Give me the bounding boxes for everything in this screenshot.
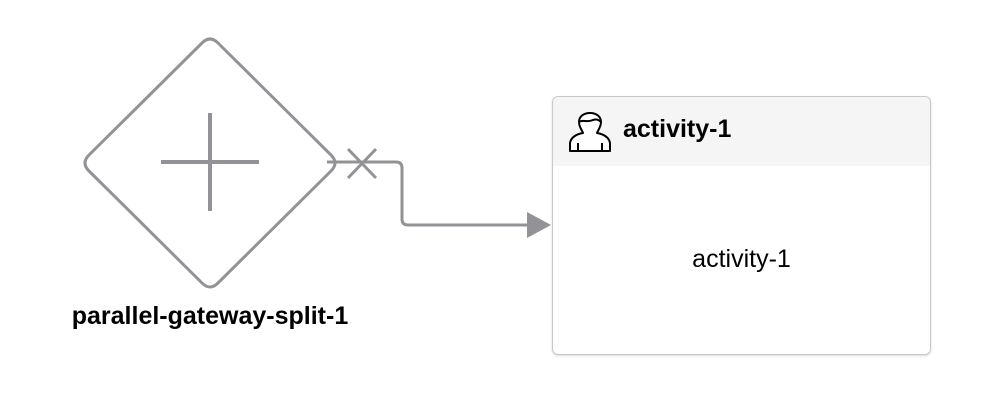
plus-icon xyxy=(161,113,259,211)
task-title: activity-1 xyxy=(623,115,732,143)
user-task-activity-1[interactable]: activity-1 activity-1 xyxy=(552,96,931,355)
gateway-label: parallel-gateway-split-1 xyxy=(71,302,349,330)
task-body-text: activity-1 xyxy=(692,245,791,273)
parallel-gateway-split-1-shape[interactable] xyxy=(83,37,337,289)
task-header xyxy=(553,97,930,166)
cross-marker-icon xyxy=(346,147,378,180)
user-icon xyxy=(569,112,611,152)
sequence-flow[interactable] xyxy=(327,147,551,238)
arrowhead-icon xyxy=(527,212,551,238)
sequence-flow-path[interactable] xyxy=(327,160,528,227)
